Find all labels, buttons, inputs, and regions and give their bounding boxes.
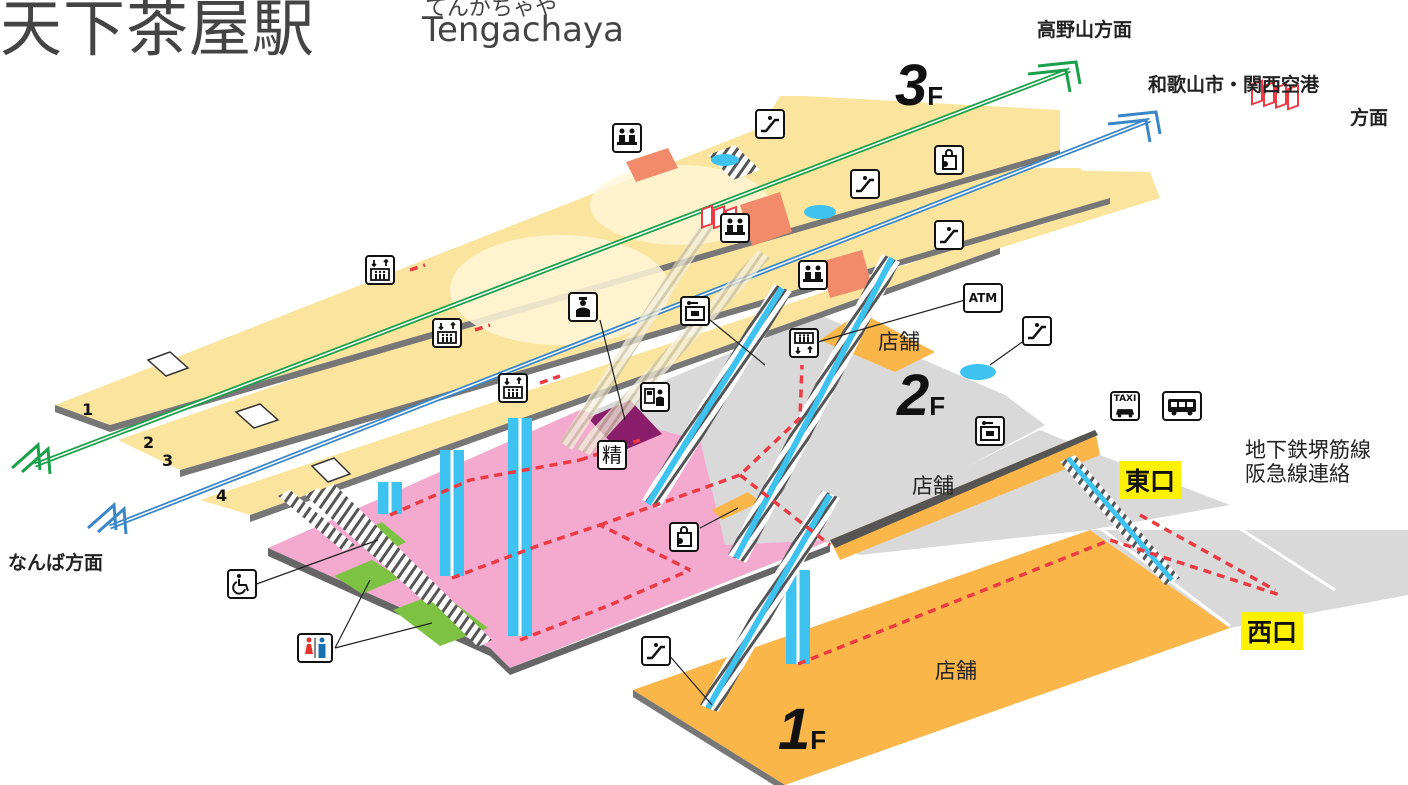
- tracks: [11, 60, 1162, 535]
- elevator-icon[interactable]: [789, 328, 819, 358]
- floor-label-1f: 1F: [778, 697, 827, 762]
- floor-1f: [633, 493, 1408, 785]
- transfer-info: 地下鉄堺筋線阪急線連絡: [1245, 438, 1371, 486]
- station-title-kana: てんがちゃや: [425, 0, 558, 21]
- paid-area: [268, 410, 830, 668]
- coin-locker-icon[interactable]: [680, 296, 710, 326]
- fare-adjust-office: [588, 400, 662, 452]
- fare-adjustment-icon[interactable]: 精: [597, 440, 627, 470]
- elevator-icon[interactable]: [432, 318, 462, 348]
- pillars: [378, 418, 810, 664]
- restroom-area: [334, 560, 400, 594]
- direction-wakayama-line2: 方面: [1350, 107, 1389, 129]
- waiting-room-icon[interactable]: [612, 123, 642, 153]
- elevator-icon[interactable]: [365, 255, 395, 285]
- taxi-icon[interactable]: TAXI: [1110, 391, 1140, 421]
- floor-label-2f: 2F: [897, 363, 946, 428]
- station-title-kanji: 天下茶屋駅: [0, 0, 316, 65]
- escalator-icon[interactable]: [755, 109, 785, 139]
- shop-label-2f-right: 店舗: [912, 474, 954, 498]
- bus-icon[interactable]: [1162, 391, 1202, 421]
- transfer-line2: 阪急線連絡: [1245, 462, 1350, 486]
- waiting-room-icon[interactable]: [720, 213, 750, 243]
- floor-label-3f: 3F: [895, 53, 944, 118]
- leader-lines: [239, 299, 1026, 706]
- ticket-machine-icon[interactable]: [640, 382, 670, 412]
- elevator-icon[interactable]: [498, 373, 528, 403]
- shopping-icon[interactable]: [934, 145, 964, 175]
- restroom-icon[interactable]: [297, 633, 333, 663]
- waiting-room-icon[interactable]: [798, 260, 828, 290]
- escalator-icon[interactable]: [641, 636, 671, 666]
- track-2-label: 2: [143, 433, 155, 452]
- shopping-icon[interactable]: [669, 522, 699, 552]
- direction-wakayama-line1: 和歌山市・関西空港: [1148, 74, 1320, 96]
- shop-label-1f: 店舗: [935, 659, 977, 683]
- exit-plaza: [1090, 530, 1408, 628]
- coin-locker-icon[interactable]: [975, 416, 1005, 446]
- wheelchair-icon[interactable]: [227, 569, 257, 599]
- escalator-icon[interactable]: [850, 169, 880, 199]
- direction-koyasan: 高野山方面: [1037, 19, 1133, 41]
- direction-namba: なんば方面: [8, 552, 104, 574]
- atm-icon[interactable]: ATM: [963, 283, 1003, 313]
- escalator-icon[interactable]: [934, 220, 964, 250]
- shop-label-2f-top: 店舗: [878, 330, 920, 354]
- exit-west[interactable]: 西口: [1241, 612, 1304, 650]
- transfer-line1: 地下鉄堺筋線: [1245, 438, 1371, 462]
- track-3-label: 3: [162, 451, 174, 470]
- escalator-icon[interactable]: [1022, 316, 1052, 346]
- exit-east[interactable]: 東口: [1119, 461, 1182, 499]
- station-title-roman: Tengachaya: [422, 10, 624, 50]
- track-4-label: 4: [216, 486, 228, 505]
- track-1-label: 1: [82, 400, 94, 419]
- station-staff-icon[interactable]: [568, 292, 598, 322]
